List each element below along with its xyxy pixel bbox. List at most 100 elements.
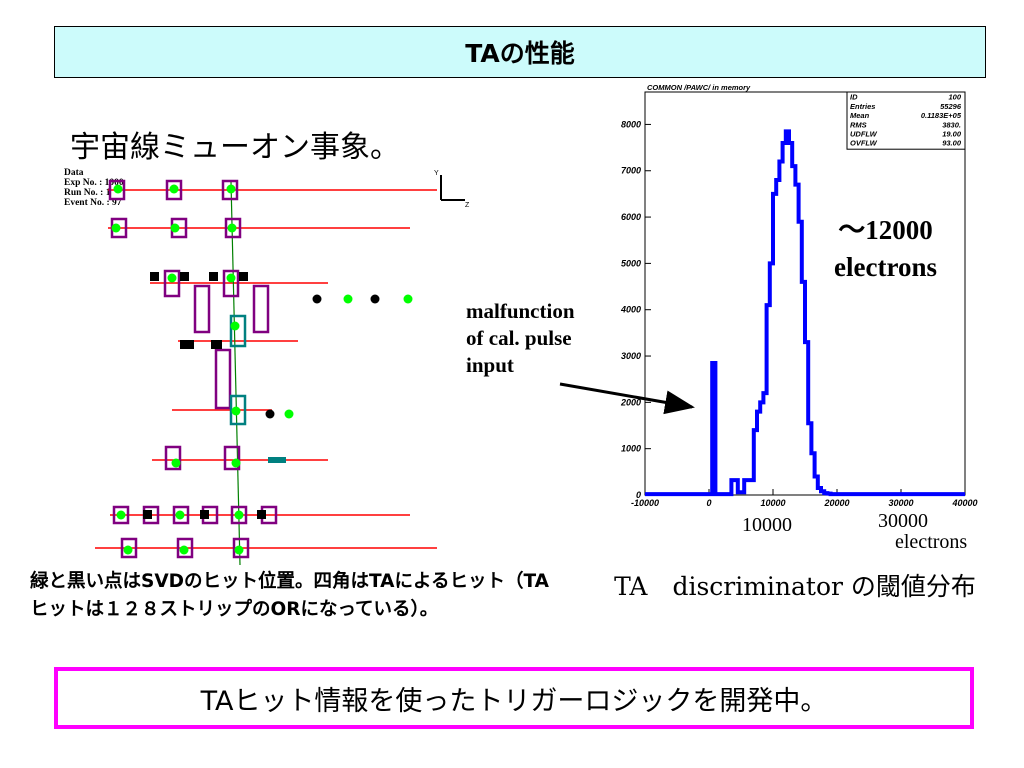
bottom-note-box: TAヒット情報を使ったトリガーロジックを開発中。 [54, 667, 974, 729]
y-tick-label: 7000 [621, 166, 641, 176]
stats-label: UDFLW [850, 130, 878, 139]
svd-hit [312, 294, 322, 304]
y-tick-label: 1000 [621, 444, 641, 454]
stats-label: RMS [850, 120, 867, 129]
ta-box [229, 314, 247, 348]
ta-box [221, 179, 239, 201]
x-tick-label: -10000 [631, 498, 659, 508]
svd-hit [143, 510, 152, 519]
ta-box [112, 505, 130, 525]
stats-frame [846, 91, 966, 150]
histogram-caption: TA discriminator の閾値分布 [614, 572, 976, 601]
svd-hit [209, 272, 218, 281]
y-tick-label: 2000 [620, 397, 641, 407]
heading: 宇宙線ミューオン事象。 [70, 130, 400, 165]
svd-hit [231, 458, 241, 468]
svd-hit [180, 340, 194, 349]
ta-box [229, 394, 247, 426]
stats-value: 100 [948, 93, 961, 102]
y-tick-label: 6000 [621, 212, 641, 222]
ta-box [232, 537, 250, 559]
svd-hit [227, 223, 237, 233]
ta-box [224, 217, 242, 239]
ta-box [252, 284, 270, 334]
svd-hit [226, 273, 236, 283]
y-tick-label: 8000 [621, 119, 641, 129]
x-tick-label: 0 [706, 498, 711, 508]
x-tick-label: 40000 [951, 498, 977, 508]
ta-box [163, 269, 181, 298]
svd-hit [230, 321, 240, 331]
svd-hit [169, 184, 179, 194]
peak-annotation: ～12000 electrons [834, 212, 937, 286]
ta-box [214, 348, 232, 410]
svd-hit [175, 510, 185, 520]
stats-label: Mean [850, 111, 870, 120]
svd-hit [170, 223, 180, 233]
svd-hit [150, 272, 159, 281]
strip-lines [95, 189, 437, 549]
stats-label: Entries [850, 102, 875, 111]
ta-box [223, 445, 241, 471]
bottom-note: TAヒット情報を使ったトリガーロジックを開発中。 [200, 685, 828, 717]
svd-hit [265, 409, 275, 419]
extra-axis-30000: 30000 [878, 510, 928, 532]
svd-hit [211, 340, 222, 349]
malfunction-line-3: input [466, 353, 514, 377]
ta-box [193, 284, 211, 334]
event-display: Y Z [95, 170, 470, 566]
title-box: TAの性能 [54, 26, 986, 78]
svd-hit [234, 545, 244, 555]
svd-hit [111, 223, 121, 233]
ta-box [172, 505, 190, 525]
svd-hits-green [111, 184, 413, 555]
event-info-exp: Exp No. : 1000 [64, 178, 124, 188]
svd-hit [123, 545, 133, 555]
svd-hit [226, 184, 236, 194]
stats-value: 55296 [940, 102, 962, 111]
muon-track [230, 181, 241, 566]
x-tick-label: 30000 [888, 498, 913, 508]
svd-hit [239, 272, 248, 281]
svd-hit [231, 406, 241, 416]
svd-hit [370, 294, 380, 304]
y-tick-label: 4000 [620, 305, 641, 315]
stats-value: 3830. [942, 120, 961, 129]
x-tick-label: 10000 [760, 498, 785, 508]
ta-boxes-alt [229, 314, 247, 426]
ta-box [164, 445, 182, 471]
hist-line [645, 129, 965, 497]
event-caption: 緑と黒い点はSVDのヒット位置。四角はTAによるヒット（TAヒットは１２８ストリ… [30, 571, 549, 620]
stats-value: 19.00 [942, 130, 962, 139]
svd-hit [116, 510, 126, 520]
page-title: TAの性能 [465, 39, 575, 68]
stats-label: ID [850, 93, 858, 102]
ta-segment [268, 457, 286, 463]
svd-hit [113, 184, 123, 194]
ta-box [176, 537, 194, 559]
arrow [559, 382, 695, 415]
svd-hit [343, 294, 353, 304]
malfunction-annotation: malfunction of cal. pulse input [466, 298, 575, 379]
svd-hit [234, 510, 244, 520]
hist-header: COMMON /PAWC/ in memory [647, 83, 751, 92]
svd-hit [167, 273, 177, 283]
svd-hit [257, 510, 266, 519]
y-tick-label: 0 [636, 490, 641, 500]
svd-hits-black [143, 272, 380, 519]
y-tick-label: 5000 [621, 258, 641, 268]
malfunction-line-1: malfunction [466, 299, 575, 323]
event-info-event: Event No. : 97 [64, 198, 122, 208]
svd-hit [171, 458, 181, 468]
event-info: Data Exp No. : 1000 Run No. : 1 Event No… [64, 168, 124, 208]
x-tick-label: 20000 [823, 498, 849, 508]
peak-unit: electrons [834, 252, 937, 282]
svd-hit [179, 545, 189, 555]
axis-z-label: Z [465, 202, 470, 209]
svd-hit [180, 272, 189, 281]
ta-box [165, 179, 183, 201]
ta-box [230, 505, 248, 525]
ta-box [222, 269, 240, 298]
svd-hit [200, 510, 209, 519]
